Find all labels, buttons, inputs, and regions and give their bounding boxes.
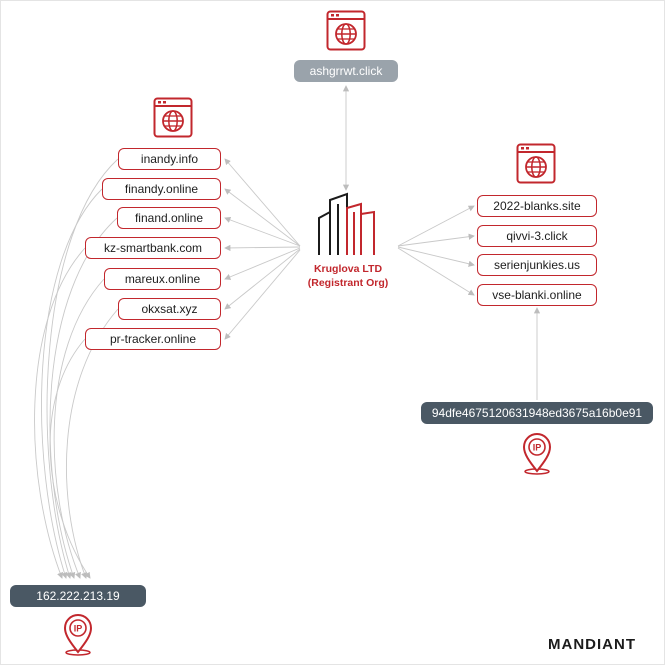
globe-browser-icon [326, 10, 366, 51]
domain-node-pr-tracker: pr-tracker.online [85, 328, 221, 350]
ip-badge-text: IP [74, 624, 83, 634]
building-icon [318, 192, 375, 255]
domain-node-mareux: mareux.online [104, 268, 221, 290]
domain-node-kz-smartbank: kz-smartbank.com [85, 237, 221, 259]
globe-browser-icon [153, 97, 193, 138]
domain-node-okxsat: okxsat.xyz [118, 298, 221, 320]
domain-node-serienjunkies: serienjunkies.us [477, 254, 597, 276]
globe-browser-icon [516, 143, 556, 184]
ip-address-node: 162.222.213.19 [10, 585, 146, 607]
org-name: Kruglova LTD [313, 263, 383, 275]
domain-node-2022-blanks: 2022-blanks.site [477, 195, 597, 217]
domain-node-finandy: finandy.online [102, 178, 221, 200]
registrant-org-label: Kruglova LTD (Registrant Org) [283, 262, 413, 290]
domain-node-qivvi-3: qivvi-3.click [477, 225, 597, 247]
brand-logo: MANDIANT [548, 636, 636, 653]
domain-node-vse-blanki: vse-blanki.online [477, 284, 597, 306]
domain-node-finand: finand.online [117, 207, 221, 229]
map-pin-icon: IP [63, 614, 93, 656]
map-pin-icon: IP [522, 433, 552, 475]
ip-badge-text: IP [533, 443, 542, 453]
org-role: (Registrant Org) [307, 277, 389, 289]
top-domain-node: ashgrrwt.click [294, 60, 398, 82]
domain-node-inandy: inandy.info [118, 148, 221, 170]
file-hash-node: 94dfe4675120631948ed3675a16b0e91 [421, 402, 653, 424]
